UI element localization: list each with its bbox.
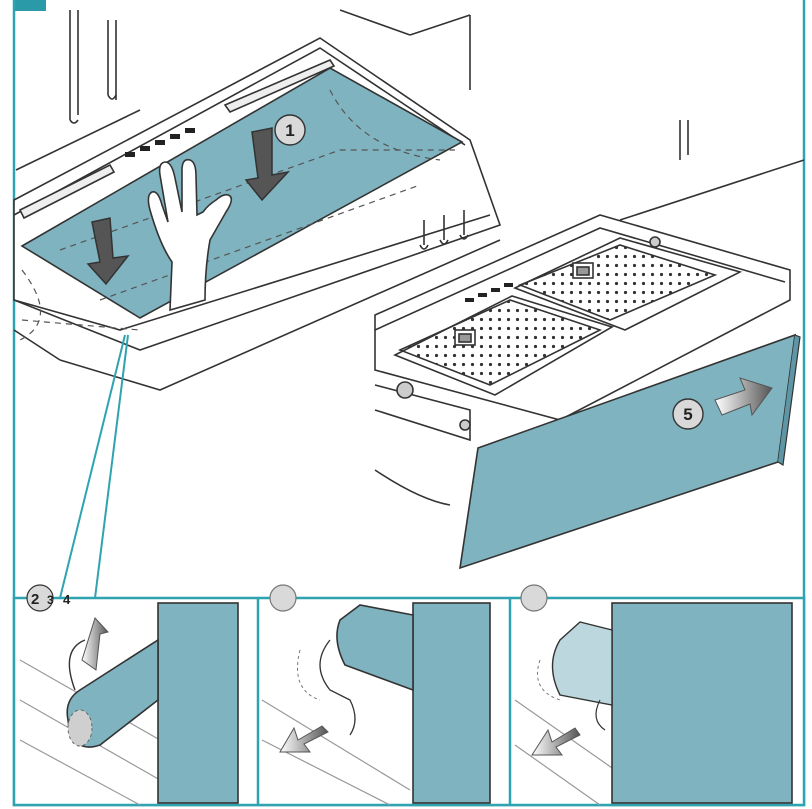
filter-panel-edge [777, 334, 801, 466]
step-234-label: 2 3 4 [26, 584, 71, 612]
svg-text:5: 5 [683, 405, 692, 424]
detail-panel-c [514, 584, 793, 806]
right-arrow-icon [714, 377, 773, 417]
step-1-badge: 1 [274, 114, 306, 146]
left-arrow-icon [531, 727, 581, 756]
svg-text:3: 3 [47, 593, 54, 607]
hood-filters-illustration [374, 120, 805, 506]
step-5-badge: 5 [672, 398, 704, 430]
down-arrow-icon [86, 127, 291, 286]
left-arrow-icon [279, 725, 329, 753]
svg-text:4: 4 [63, 592, 71, 607]
rotate-arrow-icon [81, 617, 109, 671]
hand-icon [147, 158, 233, 312]
filter-panel-open [20, 67, 464, 319]
corner-tab [14, 0, 46, 11]
detail-panel-a [19, 602, 239, 806]
svg-text:1: 1 [285, 121, 294, 140]
detail-panel-b [261, 584, 491, 806]
svg-text:2: 2 [31, 591, 39, 608]
